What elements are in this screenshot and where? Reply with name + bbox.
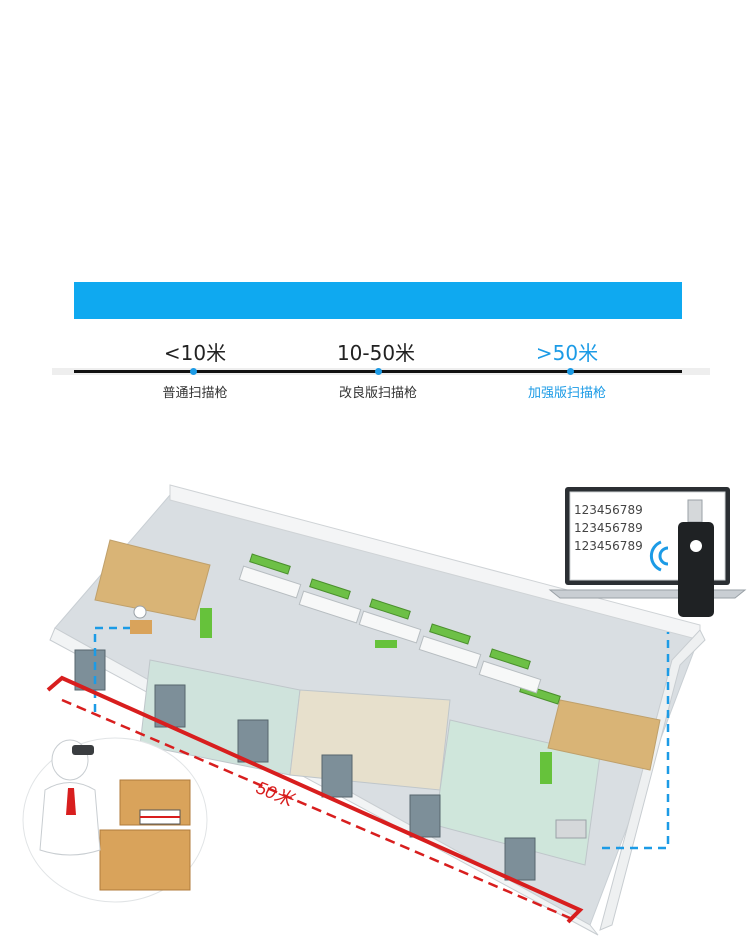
blue-banner	[74, 282, 682, 319]
worker-figure-left	[133, 605, 147, 619]
distance-dashed-line	[61, 698, 571, 920]
green-door-3	[375, 640, 397, 648]
worker-desk-right	[555, 819, 587, 839]
range-marker-1	[190, 368, 197, 375]
range-distance-2: 10-50米	[336, 341, 416, 365]
screen-line-2: 123456789	[574, 521, 643, 535]
wireless-signal-icon	[649, 540, 669, 572]
distance-measure-line	[46, 675, 584, 924]
range-label-1: 普通扫描枪	[162, 386, 228, 401]
outer-wall-right	[599, 629, 706, 931]
range-marker-2	[375, 368, 382, 375]
range-distance-1: <10米	[163, 341, 227, 365]
scanner-signal-left	[93, 626, 135, 712]
range-marker-3	[567, 368, 574, 375]
scanner-signal-right	[602, 632, 670, 850]
workstations	[249, 553, 561, 705]
laptop: 123456789 123456789 123456789	[548, 487, 747, 599]
usb-receiver	[678, 499, 714, 617]
green-door-2	[540, 752, 552, 784]
green-door-1	[200, 608, 212, 638]
screen-line-1: 123456789	[574, 503, 643, 517]
office-floor-illustration: 50米 123456789 123456789 123456789	[22, 484, 747, 936]
range-label-3: 加强版扫描枪	[527, 386, 606, 401]
front-windows	[74, 649, 536, 881]
screen-line-3: 123456789	[574, 539, 643, 553]
stair-room-right	[547, 699, 661, 771]
stair-room-left	[94, 539, 211, 621]
desks	[238, 565, 542, 694]
worker-desk-left	[130, 620, 152, 634]
range-label-2: 改良版扫描枪	[338, 386, 417, 401]
reception-room	[289, 689, 451, 791]
range-distance-3: >50米	[535, 341, 599, 365]
scanning-person-vignette	[22, 737, 208, 903]
